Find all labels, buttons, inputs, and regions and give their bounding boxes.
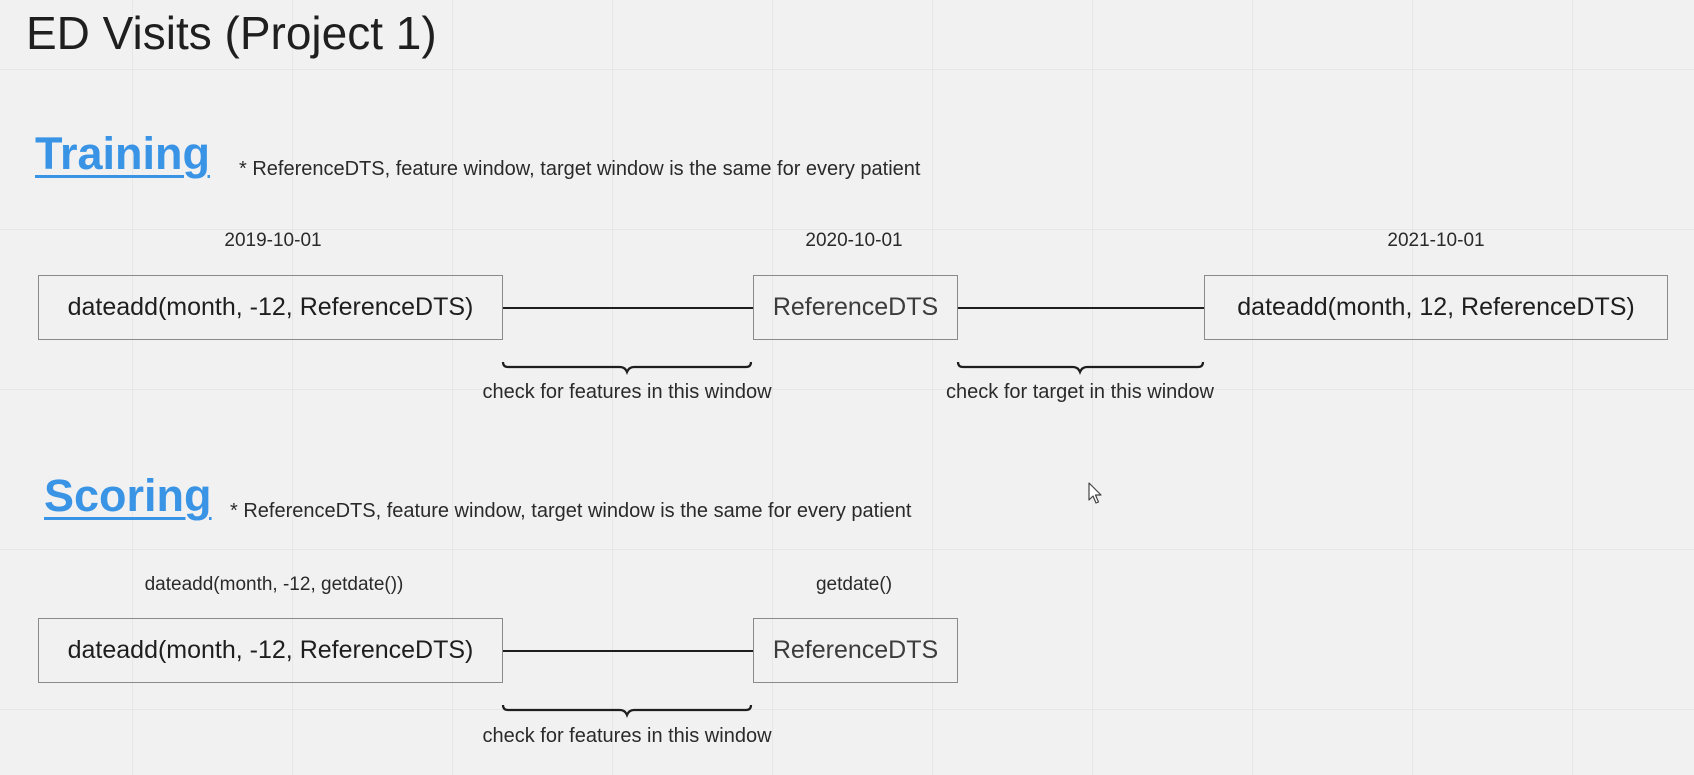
- training-note: * ReferenceDTS, feature window, target w…: [239, 158, 921, 180]
- scoring-feature-window-line: [503, 650, 753, 652]
- scoring-date-start: dateadd(month, -12, getdate()): [144, 574, 404, 595]
- training-feature-window-line: [503, 307, 753, 309]
- training-reference-node[interactable]: ReferenceDTS: [753, 275, 958, 340]
- training-date-reference: 2020-10-01: [805, 230, 903, 251]
- scoring-feature-start-node[interactable]: dateadd(month, -12, ReferenceDTS): [38, 618, 503, 683]
- scoring-heading-link[interactable]: Scoring: [44, 470, 212, 521]
- scoring-reference-node[interactable]: ReferenceDTS: [753, 618, 958, 683]
- training-target-window-line: [958, 307, 1204, 309]
- training-target-window-label: check for target in this window: [946, 381, 1214, 403]
- scoring-note: * ReferenceDTS, feature window, target w…: [230, 500, 912, 522]
- page-title: ED Visits (Project 1): [26, 7, 437, 59]
- training-feature-start-node[interactable]: dateadd(month, -12, ReferenceDTS): [38, 275, 503, 340]
- training-feature-window-label: check for features in this window: [482, 381, 772, 403]
- training-date-end: 2021-10-01: [1387, 230, 1485, 251]
- scoring-feature-window-label: check for features in this window: [482, 725, 772, 747]
- scoring-date-reference: getdate(): [815, 574, 893, 595]
- training-heading-link[interactable]: Training: [35, 128, 211, 179]
- mouse-pointer-icon: [1088, 482, 1102, 504]
- scoring-feature-window-brace: [501, 704, 753, 718]
- training-date-start: 2019-10-01: [224, 230, 322, 251]
- training-target-end-node[interactable]: dateadd(month, 12, ReferenceDTS): [1204, 275, 1668, 340]
- training-feature-window-brace: [501, 361, 753, 375]
- training-target-window-brace: [956, 361, 1205, 375]
